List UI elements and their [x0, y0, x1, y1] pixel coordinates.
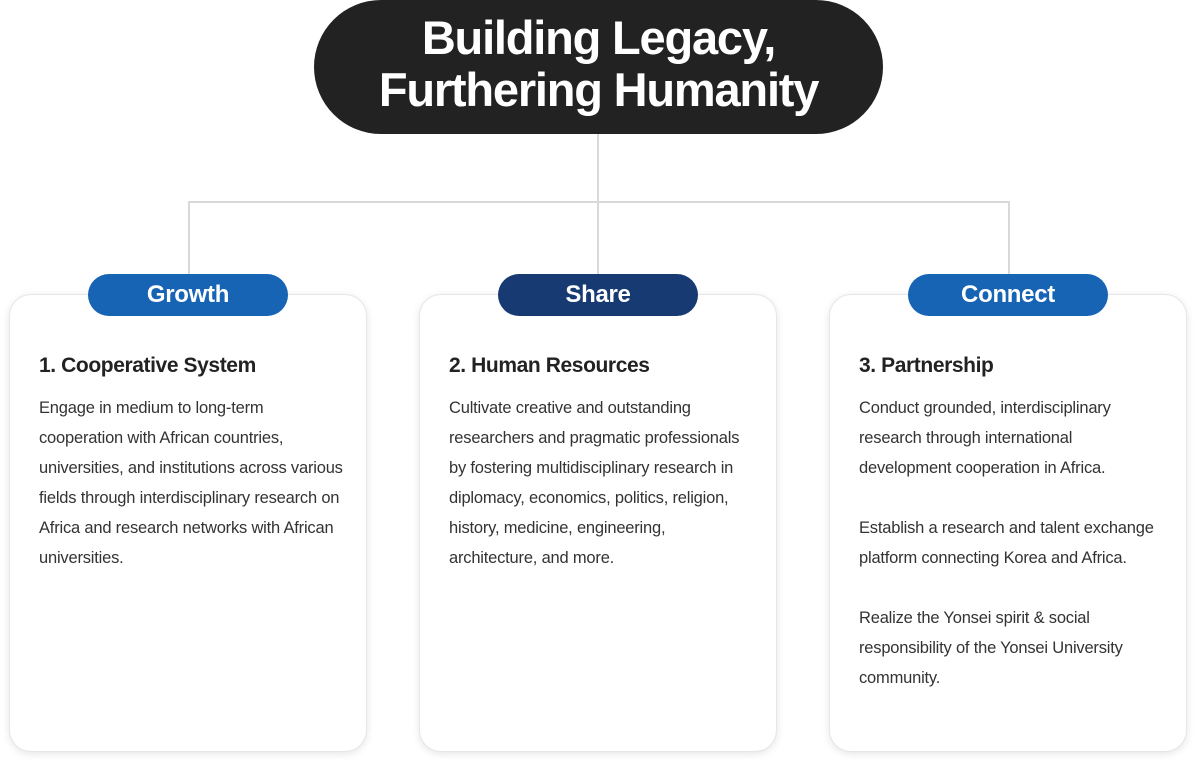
card-paragraph: Establish a research and talent exchange… — [859, 519, 1154, 567]
badge-share: Share — [498, 274, 698, 316]
card-heading-share: 2. Human Resources — [449, 354, 650, 377]
title-pill: Building Legacy, Furthering Humanity — [314, 0, 883, 134]
card-growth: 1. Cooperative System Engage in medium t… — [9, 294, 367, 752]
title-line-1: Building Legacy, — [421, 11, 777, 64]
card-heading-connect: 3. Partnership — [859, 354, 994, 377]
title-line-2: Furthering Humanity — [378, 63, 820, 116]
card-heading-growth: 1. Cooperative System — [39, 354, 256, 377]
badge-growth: Growth — [88, 274, 288, 316]
card-paragraph: Engage in medium to long-term cooperatio… — [39, 399, 343, 567]
connector-left — [188, 201, 190, 274]
connector-trunk — [597, 134, 599, 274]
card-paragraph: Conduct grounded, interdisciplinary rese… — [859, 399, 1111, 477]
connector-right — [1008, 201, 1010, 274]
badge-connect: Connect — [908, 274, 1108, 316]
card-share: 2. Human Resources Cultivate creative an… — [419, 294, 777, 752]
card-paragraph: Cultivate creative and outstanding resea… — [449, 399, 740, 567]
connector-horizontal — [188, 201, 1010, 203]
card-connect: 3. Partnership Conduct grounded, interdi… — [829, 294, 1187, 752]
card-paragraph: Realize the Yonsei spirit & social respo… — [859, 609, 1123, 687]
